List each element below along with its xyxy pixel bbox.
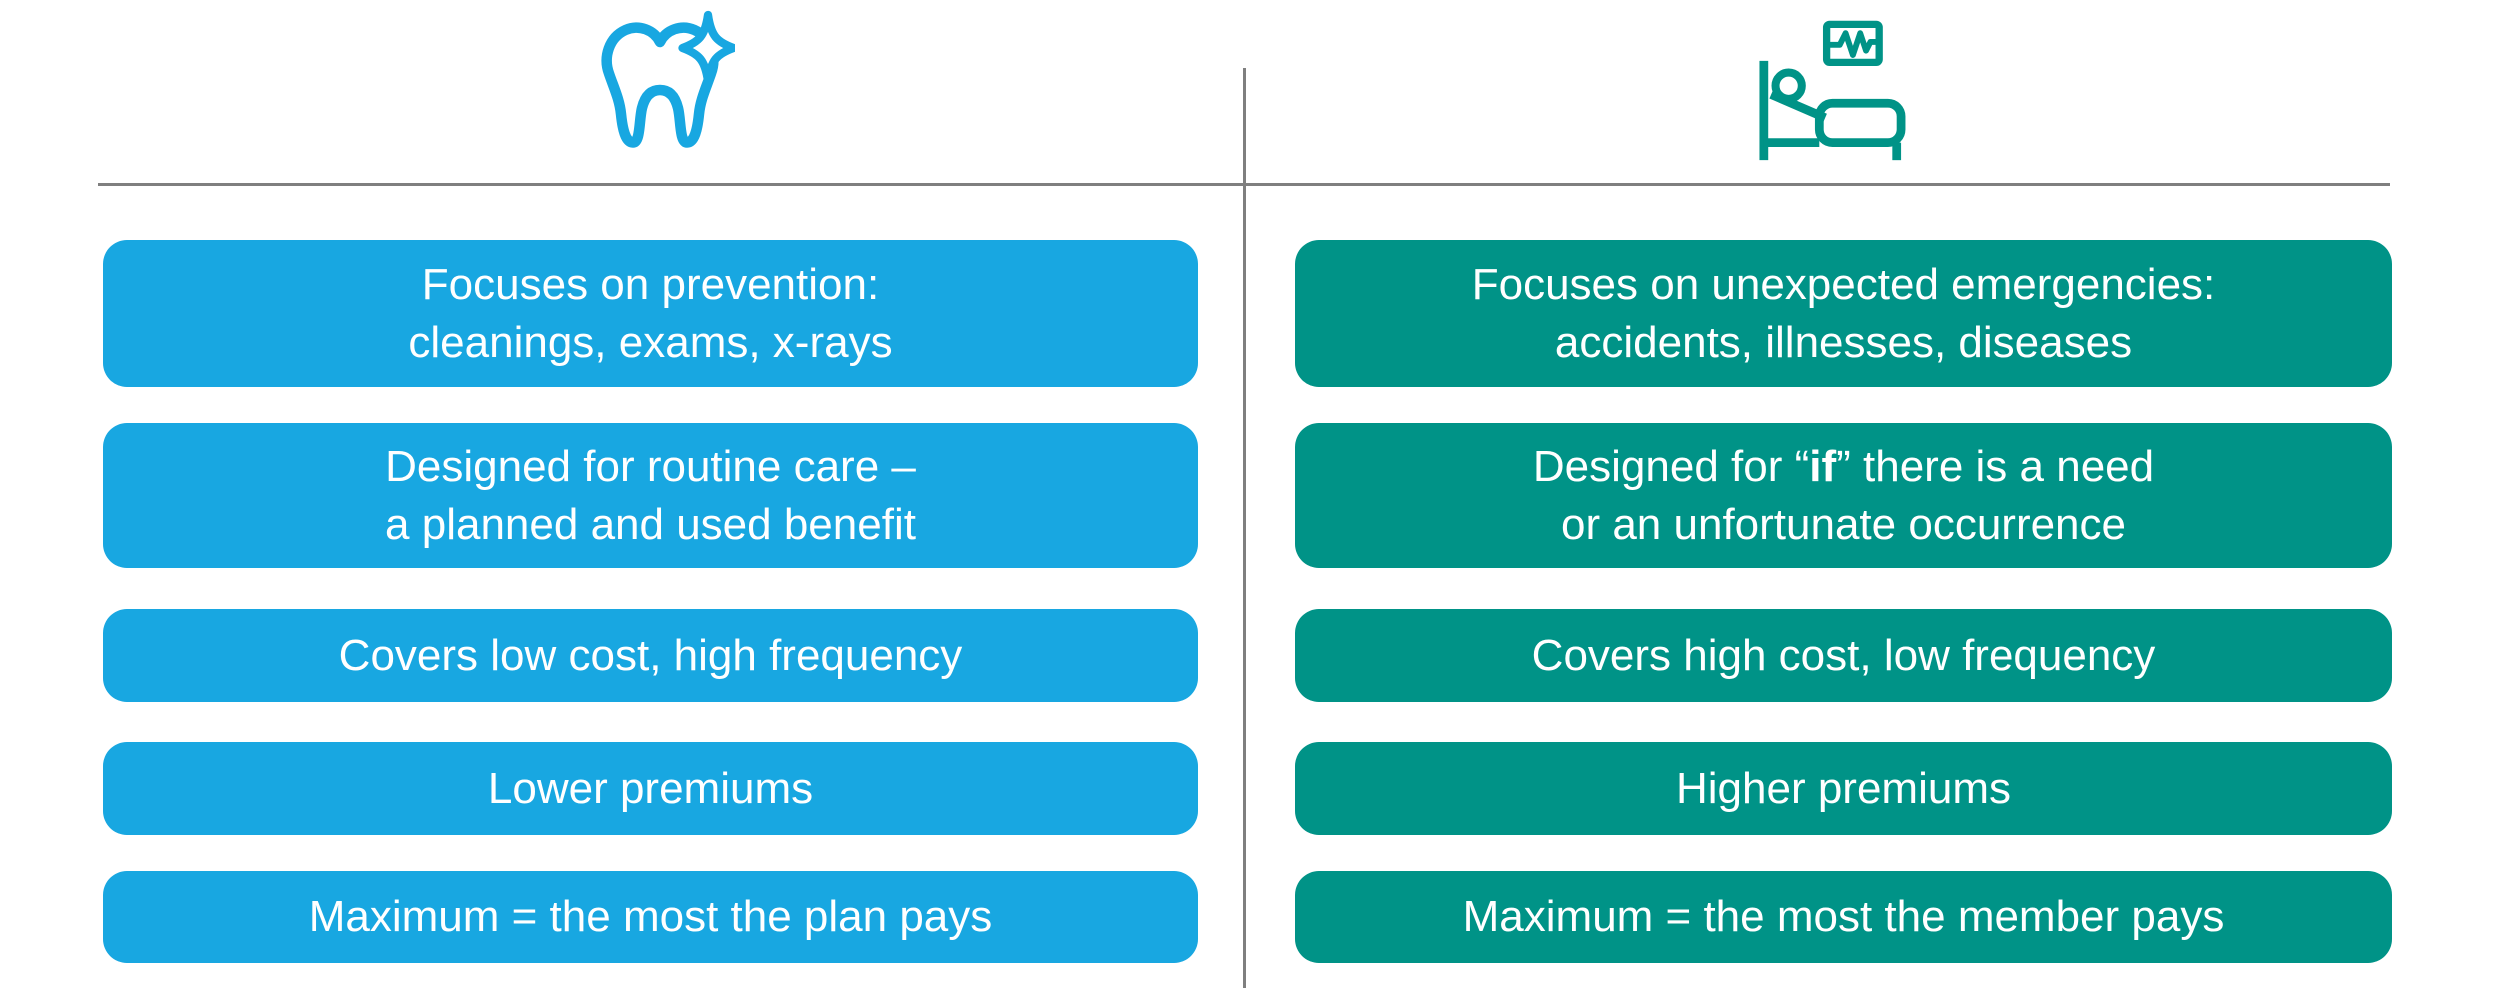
dental-benefit-box-4: Lower premiums bbox=[103, 742, 1198, 835]
box-text-line: accidents, illnesses, diseases bbox=[1554, 317, 2133, 367]
box-text-line: Maximum = the most the plan pays bbox=[308, 892, 993, 941]
hospital-bed-icon bbox=[1742, 20, 1920, 166]
medical-benefit-box-4: Higher premiums bbox=[1295, 742, 2392, 835]
box-text-line: Designed for “if” there is a need bbox=[1532, 441, 2155, 491]
medical-benefit-box-1: Focuses on unexpected emergencies: accide… bbox=[1295, 240, 2392, 387]
medical-benefit-box-3: Covers high cost, low frequency bbox=[1295, 609, 2392, 702]
box-text-line: cleanings, exams, x-rays bbox=[408, 317, 893, 367]
medical-benefit-box-2: Designed for “if” there is a need or an u… bbox=[1295, 423, 2392, 568]
dental-benefit-box-2: Designed for routine care – a planned and… bbox=[103, 423, 1198, 568]
box-text-line: Covers high cost, low frequency bbox=[1531, 630, 2156, 680]
box-text-line: Higher premiums bbox=[1676, 763, 2011, 813]
box-text-line: Focuses on unexpected emergencies: bbox=[1471, 259, 2216, 309]
box-text-line: or an unfortunate occurrence bbox=[1560, 499, 2127, 549]
medical-benefit-box-5: Maximum = the most the member pays bbox=[1295, 871, 2392, 963]
dental-benefit-box-5: Maximum = the most the plan pays bbox=[103, 871, 1198, 963]
tooth-sparkle-icon bbox=[585, 8, 735, 160]
box-text-line: Focuses on prevention: bbox=[421, 259, 880, 309]
vertical-divider bbox=[1243, 68, 1246, 988]
box-text-line: a planned and used benefit bbox=[385, 499, 916, 549]
dental-benefit-box-1: Focuses on prevention: cleanings, exams, … bbox=[103, 240, 1198, 387]
box-text-line: Lower premiums bbox=[487, 763, 814, 813]
dental-benefit-box-3: Covers low cost, high frequency bbox=[103, 609, 1198, 702]
box-text-line: Designed for routine care – bbox=[385, 441, 916, 491]
box-text-line: Covers low cost, high frequency bbox=[338, 630, 963, 680]
box-text-line: Maximum = the most the member pays bbox=[1462, 892, 2225, 941]
